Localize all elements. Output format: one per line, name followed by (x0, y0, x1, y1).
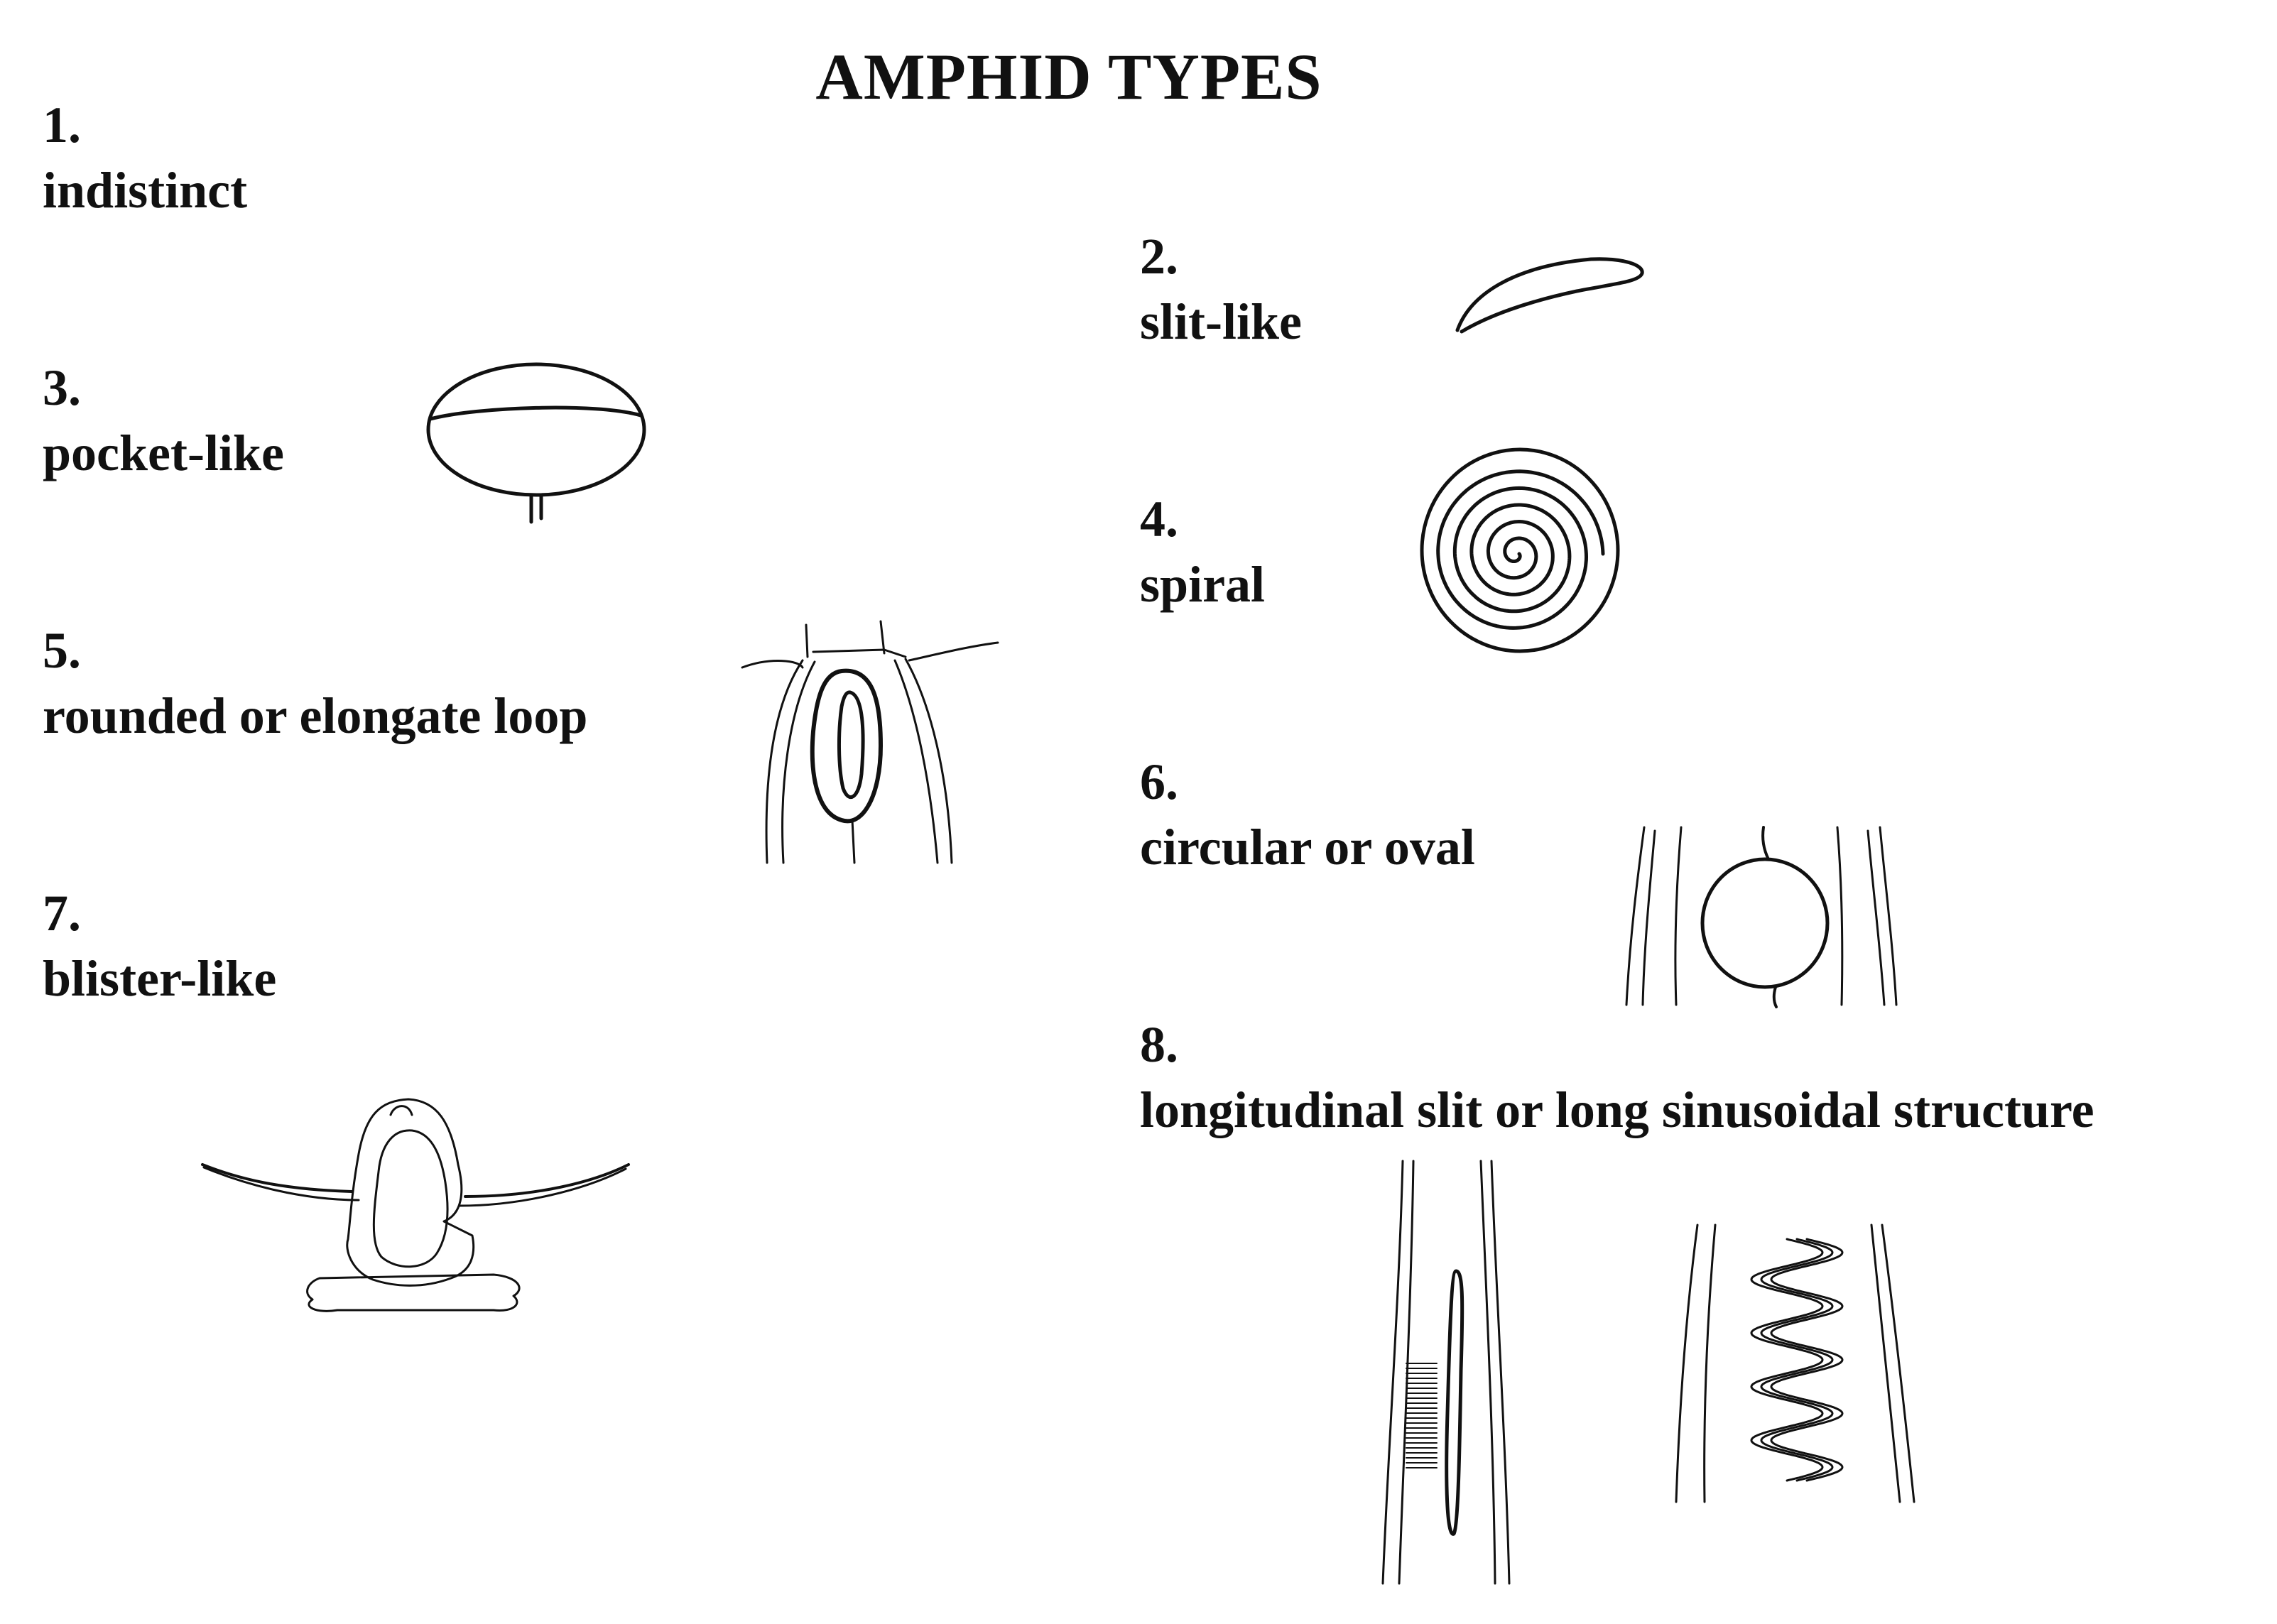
amphid-type-8: 8. longitudinal slit or long sinusoidal … (1140, 1012, 2094, 1143)
amphid-type-5: 5. rounded or elongate loop (43, 618, 587, 748)
amphid-type-number: 3. (43, 359, 81, 416)
amphid-type-number: 7. (43, 885, 81, 942)
amphid-type-3: 3. pocket-like (43, 355, 284, 486)
amphid-type-7: 7. blister-like (43, 881, 276, 1011)
pocket-like-amphid-illustration (426, 362, 646, 524)
amphid-type-number: 5. (43, 622, 81, 679)
amphid-type-label: indistinct (43, 162, 248, 219)
amphid-type-number: 1. (43, 97, 81, 153)
slit-like-amphid-illustration (1455, 257, 1644, 334)
amphid-type-label: rounded or elongate loop (43, 687, 588, 744)
amphid-type-number: 4. (1140, 491, 1178, 547)
amphid-type-number: 8. (1140, 1016, 1178, 1073)
amphid-type-label: blister-like (43, 950, 277, 1007)
loop-amphid-illustration (741, 620, 999, 864)
amphid-type-label: slit-like (1140, 293, 1302, 350)
amphid-type-4: 4. spiral (1140, 486, 1265, 617)
amphid-type-label: longitudinal slit or long sinusoidal str… (1140, 1081, 2094, 1138)
amphid-type-label: circular or oval (1140, 819, 1475, 876)
circular-amphid-illustration (1625, 826, 1898, 1008)
blister-like-amphid-illustration (201, 1098, 630, 1312)
amphid-type-number: 2. (1140, 228, 1178, 285)
figure-title: AMPHID TYPES (815, 40, 1322, 113)
sinusoidal-amphid-illustration (1675, 1224, 1915, 1503)
amphid-type-1: 1. indistinct (43, 92, 247, 223)
amphid-type-2: 2. slit-like (1140, 224, 1302, 354)
amphid-type-label: spiral (1140, 556, 1266, 613)
amphid-type-label: pocket-like (43, 425, 284, 481)
amphid-type-number: 6. (1140, 753, 1178, 810)
spiral-amphid-illustration (1420, 447, 1620, 653)
longitudinal-slit-amphid-illustration (1381, 1160, 1511, 1585)
amphid-type-6: 6. circular or oval (1140, 749, 1475, 880)
